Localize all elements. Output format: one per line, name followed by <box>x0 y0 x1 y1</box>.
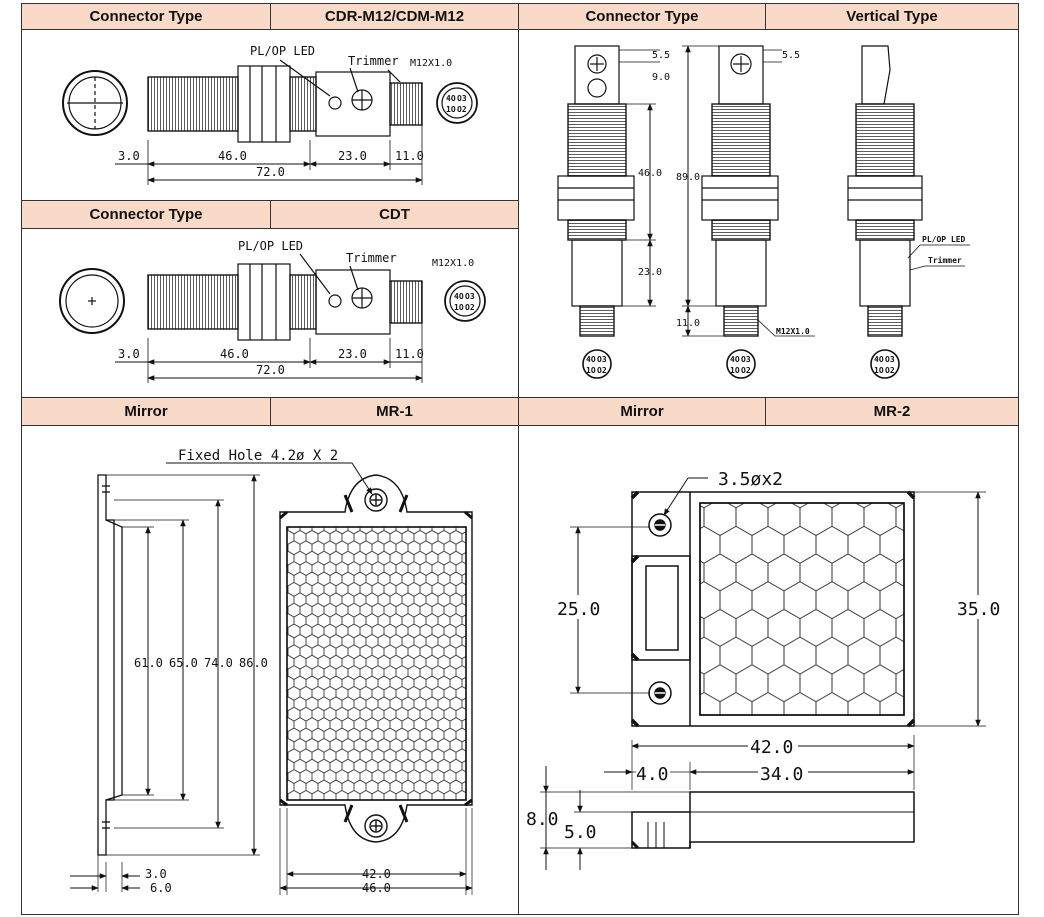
cdr-dim-72: 72.0 <box>256 165 285 179</box>
header-connector-type-3: Connector Type <box>518 3 766 30</box>
mr1-dim-74: 74.0 <box>204 656 233 670</box>
mr2-dim-4: 4.0 <box>636 764 669 785</box>
cdr-dim-23: 23.0 <box>338 149 367 163</box>
vert1-dim-23: 23.0 <box>638 267 662 278</box>
vert1-pin-top2: O3 <box>597 355 607 364</box>
cdr-pin-bot: 1O <box>446 105 456 114</box>
vert1-dim-5-5: 5.5 <box>652 50 670 61</box>
mr1-dim-86: 86.0 <box>239 656 268 670</box>
mr1-dim-65: 65.0 <box>169 656 198 670</box>
cdt-pin-top2: O3 <box>465 292 475 301</box>
cdt-dim-23: 23.0 <box>338 347 367 361</box>
vert2-pin-top: 4O <box>730 355 740 364</box>
vert2-dim-11: 11.0 <box>676 318 700 329</box>
cdr-pin-top: 4O <box>446 94 456 103</box>
sensor-vertical-2 <box>682 45 815 379</box>
vert1-pin-bot: 1O <box>586 366 596 375</box>
vert2-dim-89: 89.0 <box>676 172 700 183</box>
mirror-mr2-front <box>630 477 916 728</box>
cdt-pin-bot: 1O <box>454 303 464 312</box>
vert2-thread-label: M12X1.0 <box>776 327 810 336</box>
sensor-horizontal-cdr <box>62 59 478 185</box>
vert1-dim-46: 46.0 <box>638 168 662 179</box>
cdt-dim-46: 46.0 <box>220 347 249 361</box>
mirror-mr2-side <box>630 791 915 850</box>
vert3-trimmer-label: Trimmer <box>928 255 962 265</box>
vert3-pin-bot: 1O <box>874 366 884 375</box>
cdt-thread-label: M12X1.0 <box>432 258 474 269</box>
header-connector-type-2: Connector Type <box>21 200 271 229</box>
cdr-dim-46: 46.0 <box>218 149 247 163</box>
cdr-pin-top2: O3 <box>457 94 467 103</box>
mr2-dim-25: 25.0 <box>557 599 600 620</box>
mirror-mr1-front <box>166 462 473 895</box>
vert3-pin-bot2: O2 <box>885 366 895 375</box>
vert1-pin-top: 4O <box>586 355 596 364</box>
cdt-dim-72: 72.0 <box>256 363 285 377</box>
cdt-pin-top: 4O <box>454 292 464 301</box>
sensor-vertical-1 <box>557 45 660 379</box>
vert2-pin-bot2: O2 <box>741 366 751 375</box>
mirror-mr1-side <box>97 474 123 856</box>
mr1-dim-61: 61.0 <box>134 656 163 670</box>
cdr-trimmer-label: Trimmer <box>348 54 399 68</box>
cdr-pin-bot2: O2 <box>457 105 467 114</box>
cdt-trimmer-label: Trimmer <box>346 251 397 265</box>
sensor-horizontal-cdt <box>59 253 486 383</box>
header-connector-type-1: Connector Type <box>21 3 271 30</box>
mirror-mr1-dims <box>70 474 260 892</box>
cdt-dim-11: 11.0 <box>395 347 424 361</box>
vert3-pin-top: 4O <box>874 355 884 364</box>
header-mirror-1: Mirror <box>21 397 271 426</box>
vert1-pin-bot2: O2 <box>597 366 607 375</box>
mirror-mr2-side-dims <box>540 766 690 870</box>
mr1-dim-3: 3.0 <box>145 867 167 881</box>
cdt-led-label: PL/OP LED <box>238 239 303 253</box>
mr1-hole-label: Fixed Hole 4.2ø X 2 <box>178 448 338 464</box>
vert2-pin-bot: 1O <box>730 366 740 375</box>
cdr-dim-11: 11.0 <box>395 149 424 163</box>
cdt-pin-bot2: O2 <box>465 303 475 312</box>
vert3-pin-top2: O3 <box>885 355 895 364</box>
mr2-dim-34: 34.0 <box>760 764 803 785</box>
vert1-dim-9: 9.0 <box>652 72 670 83</box>
mr1-dim-46: 46.0 <box>362 881 391 895</box>
mr2-hole-label: 3.5øx2 <box>718 469 783 490</box>
mr1-dim-42: 42.0 <box>362 867 391 881</box>
vert3-led-label: PL/OP LED <box>922 235 966 244</box>
sensor-vertical-3-side <box>847 45 970 379</box>
mr2-dim-35: 35.0 <box>957 599 1000 620</box>
mr2-dim-42: 42.0 <box>750 737 793 758</box>
vert2-dim-5-5: 5.5 <box>782 50 800 61</box>
header-mr2: MR-2 <box>765 397 1019 426</box>
header-mr1: MR-1 <box>270 397 519 426</box>
panel-cdr-cdm <box>21 29 519 201</box>
vert2-pin-top2: O3 <box>741 355 751 364</box>
panel-cdt <box>21 228 519 398</box>
mr2-dim-5: 5.0 <box>564 822 597 843</box>
cdt-dim-3: 3.0 <box>118 347 140 361</box>
mr2-dim-8: 8.0 <box>526 809 559 830</box>
mr1-dim-6: 6.0 <box>150 881 172 895</box>
cdr-led-label: PL/OP LED <box>250 44 315 58</box>
cdr-dim-3: 3.0 <box>118 149 140 163</box>
cdr-thread-label: M12X1.0 <box>410 58 452 69</box>
